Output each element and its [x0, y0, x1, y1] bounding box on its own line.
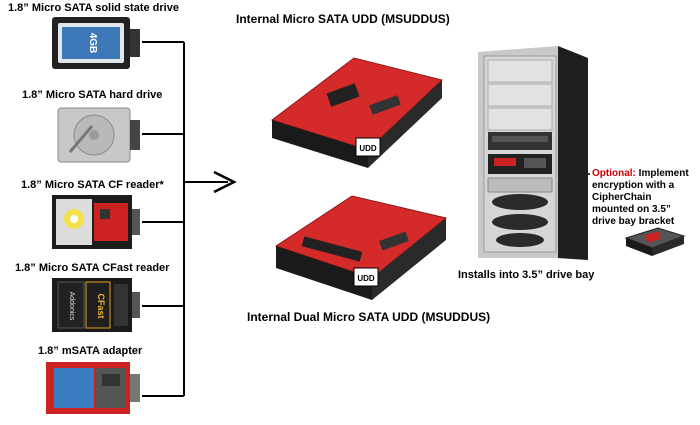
cf-reader-image — [52, 195, 140, 249]
drive-label-msata: 1.8” mSATA adapter — [38, 345, 143, 357]
msata-adapter-image — [46, 362, 140, 414]
dual-udd-title: Internal Dual Micro SATA UDD (MSUDDUS) — [247, 310, 491, 324]
drive-label-cfast-reader: 1.8” Micro SATA CFast reader — [15, 262, 170, 274]
cfast-card-text: CFast — [96, 293, 106, 318]
single-udd-plate-text: UDD — [359, 144, 377, 153]
ssd-chip-text: 4GB — [87, 33, 98, 54]
tower-pc-image — [478, 46, 588, 260]
optional-note-text: Implement encryption with a CipherChain … — [592, 168, 689, 227]
cfast-reader-image: Addonics CFast — [52, 278, 140, 332]
tower-caption: Installs into 3.5” drive bay — [458, 269, 595, 281]
drive-label-hdd: 1.8” Micro SATA hard drive — [22, 89, 163, 101]
drive-label-ssd: 1.8” Micro SATA solid state drive — [8, 2, 179, 14]
ssd-drive-image: 4GB — [52, 17, 140, 69]
single-udd-enclosure-image: UDD — [270, 57, 444, 168]
single-udd-title: Internal Micro SATA UDD (MSUDDUS) — [236, 12, 450, 26]
cipherchain-bracket-image — [624, 227, 686, 256]
cfast-card-brand: Addonics — [68, 292, 75, 321]
optional-label: Optional: — [592, 168, 636, 179]
optional-note: Optional: Implement encryption with a Ci… — [592, 168, 696, 228]
drive-label-cf-reader: 1.8” Micro SATA CF reader* — [21, 179, 164, 191]
hdd-drive-image — [57, 107, 140, 163]
dual-udd-plate-text: UDD — [357, 274, 375, 283]
dual-udd-enclosure-image: UDD — [274, 195, 448, 300]
